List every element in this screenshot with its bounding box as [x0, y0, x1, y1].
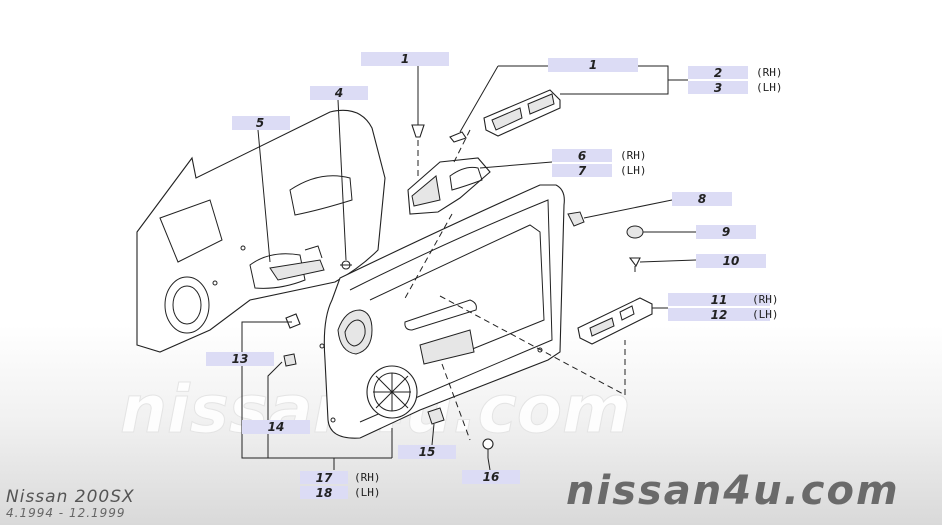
callout-7: 7 — [578, 164, 587, 178]
callout-1-bezel: 1 — [589, 58, 597, 72]
callout-15: 15 — [419, 445, 436, 459]
brand-logo-text: nissan4u.com — [566, 468, 900, 514]
callout-2: 2 — [714, 66, 722, 80]
callout-2-side: (RH) — [756, 66, 783, 79]
pin-10 — [628, 257, 641, 272]
callout-8: 8 — [698, 192, 706, 206]
callout-7-side: (LH) — [620, 164, 647, 177]
upper-switch-bezel — [449, 89, 561, 143]
inner-door-panel — [136, 109, 386, 353]
callout-3: 3 — [714, 81, 722, 95]
callout-17-side: (RH) — [354, 471, 381, 484]
callout-11: 11 — [711, 293, 728, 307]
callout-18-side: (LH) — [354, 486, 381, 499]
callout-6: 6 — [578, 149, 586, 163]
pull-handle-bracket — [269, 245, 325, 281]
clip-15 — [427, 407, 445, 425]
clip-13 — [283, 313, 301, 367]
callout-3-side: (LH) — [756, 81, 783, 94]
leader-lines — [241, 65, 697, 471]
callout-4: 4 — [334, 86, 343, 100]
callout-16: 16 — [483, 470, 500, 484]
callout-13: 13 — [232, 352, 249, 366]
callout-6-side: (RH) — [620, 149, 647, 162]
callout-labels: 1 1 2 (RH) 3 (LH) 4 5 6 (RH) 7 (LH) 8 9 … — [206, 52, 783, 500]
callout-9: 9 — [722, 225, 730, 239]
model-years: 4.1994 - 12.1999 — [6, 506, 126, 520]
door-trim-panel — [319, 184, 565, 439]
callout-12-side: (LH) — [752, 308, 779, 321]
callout-14: 14 — [268, 420, 285, 434]
cap-9 — [626, 225, 644, 239]
callout-10: 10 — [723, 254, 740, 268]
model-name: Nissan 200SX — [6, 487, 135, 507]
inside-handle-escutcheon — [407, 157, 491, 215]
clip-8 — [567, 211, 585, 227]
screw-4 — [340, 260, 352, 270]
callout-1-top: 1 — [401, 52, 409, 66]
callout-12: 12 — [711, 308, 728, 322]
callout-11-side: (RH) — [752, 293, 779, 306]
callout-18: 18 — [316, 486, 333, 500]
screw-16 — [482, 438, 494, 458]
callout-17: 17 — [316, 471, 333, 485]
clip-1 — [411, 108, 425, 138]
power-window-switch — [577, 297, 653, 345]
callout-5: 5 — [256, 116, 264, 130]
